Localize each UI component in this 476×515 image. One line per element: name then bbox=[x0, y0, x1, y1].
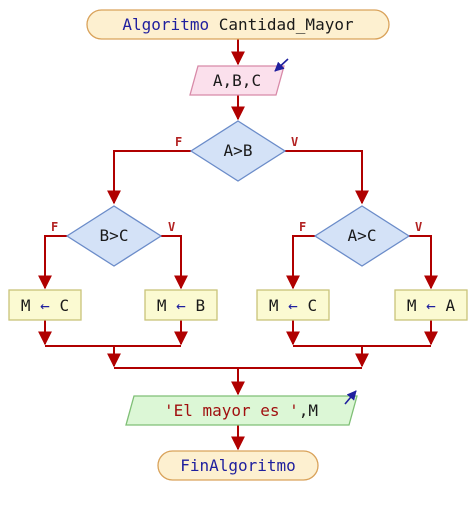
assign-right-true: M ← A bbox=[394, 289, 468, 321]
assign-right-false: M ← C bbox=[256, 289, 330, 321]
output-string: 'El mayor es ' bbox=[164, 401, 299, 420]
assign-target: M bbox=[269, 296, 279, 315]
assign-target: M bbox=[407, 296, 417, 315]
connector-main-false bbox=[107, 150, 191, 205]
assign-arrow-icon: ← bbox=[176, 296, 186, 315]
start-keyword: Algoritmo bbox=[122, 15, 209, 34]
assign-target: M bbox=[157, 296, 167, 315]
decision-left: B>C bbox=[65, 205, 163, 267]
output-variable: ,M bbox=[299, 401, 318, 420]
input-parallelogram: A,B,C bbox=[189, 58, 289, 96]
assign-left-false-text: M ← C bbox=[21, 296, 69, 315]
start-terminal: Algoritmo Cantidad_Mayor bbox=[86, 9, 390, 40]
assign-value: A bbox=[445, 296, 455, 315]
decision-right-text: A>C bbox=[348, 226, 377, 245]
assign-right-true-text: M ← A bbox=[407, 296, 456, 315]
assign-value: C bbox=[59, 296, 69, 315]
output-parallelogram: 'El mayor es ',M bbox=[125, 390, 358, 426]
assign-left-false: M ← C bbox=[8, 289, 82, 321]
decision-main-text: A>B bbox=[224, 141, 253, 160]
connector-main-true bbox=[285, 150, 369, 205]
main-true-label: V bbox=[291, 135, 298, 149]
left-true-label: V bbox=[168, 220, 175, 234]
decision-right: A>C bbox=[313, 205, 411, 267]
connector-right-true bbox=[409, 235, 438, 290]
left-false-label: F bbox=[51, 220, 58, 234]
right-false-label: F bbox=[299, 220, 306, 234]
assign-arrow-icon: ← bbox=[40, 296, 50, 315]
main-false-label: F bbox=[175, 135, 182, 149]
right-true-label: V bbox=[415, 220, 422, 234]
assign-arrow-icon: ← bbox=[426, 296, 436, 315]
decision-left-text: B>C bbox=[100, 226, 129, 245]
assign-left-true-text: M ← B bbox=[157, 296, 205, 315]
start-name: Cantidad_Mayor bbox=[219, 15, 354, 34]
assign-value: B bbox=[195, 296, 205, 315]
connector-right-false bbox=[286, 235, 315, 290]
decision-main: A>B bbox=[189, 120, 287, 182]
end-terminal: FinAlgoritmo bbox=[157, 450, 319, 481]
assign-target: M bbox=[21, 296, 31, 315]
assign-value: C bbox=[307, 296, 317, 315]
assign-left-true: M ← B bbox=[144, 289, 218, 321]
connector-left-true bbox=[161, 235, 188, 290]
flow-lines bbox=[38, 39, 438, 451]
assign-right-false-text: M ← C bbox=[269, 296, 317, 315]
start-terminal-text: Algoritmo Cantidad_Mayor bbox=[122, 15, 354, 34]
end-terminal-text: FinAlgoritmo bbox=[180, 456, 296, 475]
output-arrow-icon bbox=[344, 390, 357, 405]
connector-left-false bbox=[38, 235, 67, 290]
output-text: 'El mayor es ',M bbox=[164, 401, 318, 420]
input-arrow-icon bbox=[274, 58, 289, 72]
input-text: A,B,C bbox=[213, 71, 261, 90]
assign-arrow-icon: ← bbox=[288, 296, 298, 315]
